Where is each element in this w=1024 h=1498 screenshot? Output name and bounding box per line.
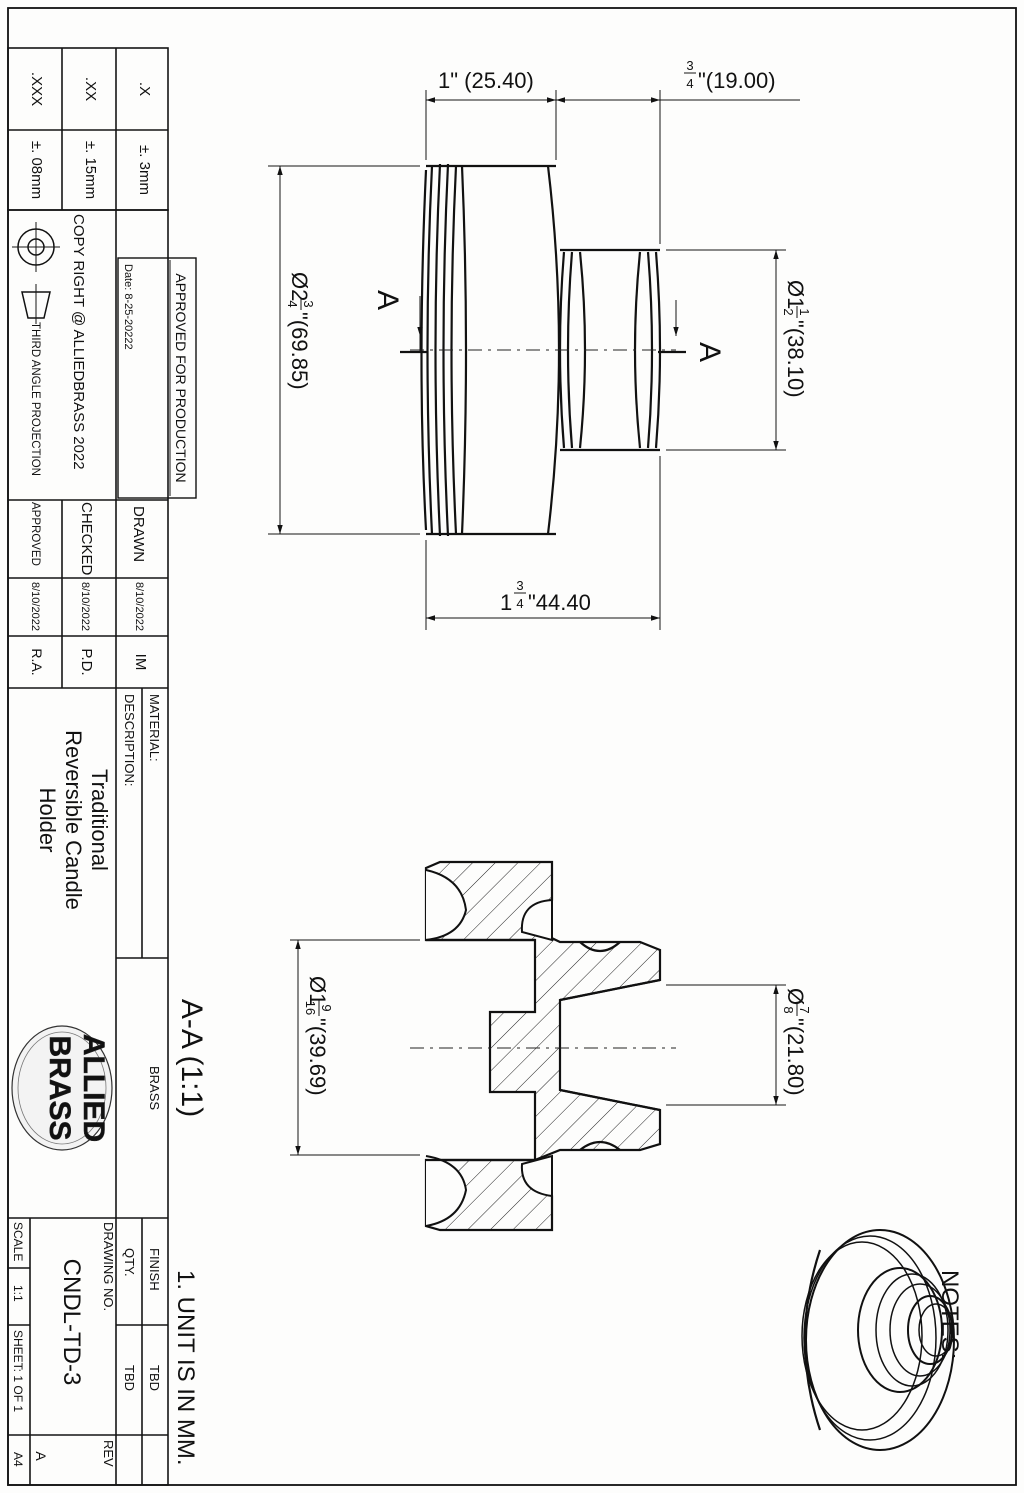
dim-small-dia-den: 2 — [781, 308, 796, 315]
projection-label: THIRD ANGLE PROJECTION — [29, 322, 41, 476]
finish-label: FINISH — [147, 1248, 162, 1291]
qty-label: QTY. — [122, 1248, 137, 1277]
dim-bottom-whole: 1 — [500, 590, 512, 615]
section-marker-left: A — [371, 290, 404, 310]
signoff-checked-date: 8/10/2022 — [79, 582, 91, 631]
rev-value: A — [33, 1451, 49, 1461]
signoff-checked-initials: P.D. — [78, 648, 95, 675]
signoff-drawn-initials: IM — [132, 654, 149, 671]
paper-size: A4 — [11, 1452, 25, 1467]
dim-taper-diameter: Ø 7 8 "(21.80) — [781, 988, 812, 1096]
isometric-view — [801, 1229, 955, 1451]
signoff-drawn-role: DRAWN — [130, 506, 147, 562]
dim-top-left: 1" (25.40) — [438, 68, 534, 93]
dim-large-dia-prefix: Ø2 — [287, 272, 312, 301]
dim-bore-dia-num: 9 — [319, 1004, 334, 1011]
approval-stamp-date: Date: 8-25-20222 — [122, 264, 134, 350]
signoff-approved-role: APPROVED — [29, 502, 41, 566]
signoff-drawn-date: 8/10/2022 — [133, 582, 145, 631]
rev-label: REV — [101, 1440, 116, 1467]
finish-value: TBD — [147, 1365, 162, 1391]
notes-block: NOTES: 1. UNIT IS IN MM. — [172, 1270, 963, 1466]
note-1: 1. UNIT IS IN MM. — [172, 1270, 199, 1466]
dim-large-dia-num: 3 — [301, 300, 316, 307]
dim-large-diameter: Ø2 3 4 "(69.85) — [285, 272, 316, 390]
material-value: BRASS — [147, 1066, 162, 1110]
dim-bore-dia-text: "(39.69) — [305, 1018, 330, 1096]
dim-taper-dia-prefix: Ø — [783, 988, 808, 1005]
drawing-no-label: DRAWING NO. — [101, 1222, 116, 1311]
description-label: DESCRIPTION: — [122, 694, 137, 786]
title-block: APPROVED FOR PRODUCTION Date: 8-25-20222… — [7, 209, 197, 1486]
drawing-number: CNDL-TD-3 — [58, 1259, 85, 1386]
logo-word-1: ALLIED — [77, 1034, 110, 1142]
dim-large-dia-text: "(69.85) — [287, 312, 312, 390]
tolerance-precision-xxx: .XXX — [28, 72, 45, 106]
signoff-approved-initials: R.A. — [29, 648, 45, 675]
description-text: Traditional Reversible Candle Holder — [35, 730, 112, 910]
dim-taper-dia-den: 8 — [781, 1006, 796, 1013]
signoff-checked-role: CHECKED — [78, 502, 95, 576]
tolerance-value-xx: ±. 15mm — [82, 141, 99, 199]
sheet-count: SHEET: 1 OF 1 — [11, 1330, 25, 1412]
qty-value: TBD — [122, 1365, 137, 1391]
scale-value: 1:1 — [11, 1285, 25, 1302]
allied-brass-logo: ALLIED BRASS — [11, 1025, 113, 1151]
dim-bore-dia-prefix: Ø1 — [305, 976, 330, 1005]
dim-top-right-num: 3 — [686, 58, 693, 73]
notes-title: NOTES: — [936, 1270, 963, 1359]
signoff-approved-date: 8/10/2022 — [29, 582, 41, 631]
tolerance-precision-x: .X — [136, 82, 153, 96]
third-angle-projection-icon — [12, 222, 60, 324]
dim-small-dia-prefix: Ø1 — [783, 280, 808, 309]
dim-bottom-text: "44.40 — [528, 590, 591, 615]
tolerance-value-xxx: ±. 08mm — [28, 141, 45, 199]
dim-taper-dia-text: "(21.80) — [783, 1018, 808, 1096]
front-view: A A 1" (25.40) 3 4 "(19.00) 1 3 4 "44.40 — [268, 58, 812, 630]
dim-taper-dia-num: 7 — [797, 1006, 812, 1013]
material-label: MATERIAL: — [147, 694, 162, 762]
dim-top-right: 3 4 "(19.00) — [684, 58, 776, 93]
dim-bottom-den: 4 — [516, 596, 523, 611]
dim-small-dia-num: 1 — [797, 308, 812, 315]
section-title: A-A (1:1) — [175, 999, 208, 1117]
section-marker-right: A — [693, 342, 726, 362]
dim-top-right-text: "(19.00) — [698, 68, 776, 93]
section-view: A-A (1:1) Ø1 9 16 "(39.69) — [175, 860, 812, 1232]
tolerance-value-x: ±. 3mm — [136, 145, 153, 195]
dim-small-dia-text: "(38.10) — [783, 320, 808, 398]
dim-bottom-num: 3 — [516, 578, 523, 593]
dim-large-dia-den: 4 — [285, 300, 300, 307]
logo-word-2: BRASS — [43, 1035, 76, 1140]
dim-bottom: 1 3 4 "44.40 — [500, 578, 591, 615]
scale-label: SCALE — [11, 1222, 25, 1261]
copyright-text: COPY RIGHT @ ALLIEDBRASS 2022 — [70, 214, 87, 470]
description-line-2: Reversible Candle — [61, 730, 86, 910]
approval-stamp-title: APPROVED FOR PRODUCTION — [173, 273, 189, 482]
approval-stamp: APPROVED FOR PRODUCTION Date: 8-25-20222 — [117, 257, 197, 499]
dim-bore-dia-den: 16 — [303, 1001, 318, 1015]
description-line-3: Holder — [35, 788, 60, 853]
tolerance-precision-xx: .XX — [82, 77, 99, 101]
tolerance-block: .X ±. 3mm .XX ±. 15mm .XXX ±. 08mm — [7, 47, 169, 211]
dim-bore-diameter: Ø1 9 16 "(39.69) — [303, 976, 334, 1096]
description-line-1: Traditional — [87, 769, 112, 871]
dim-top-right-den: 4 — [686, 76, 693, 91]
dim-small-diameter: Ø1 1 2 "(38.10) — [781, 280, 812, 398]
